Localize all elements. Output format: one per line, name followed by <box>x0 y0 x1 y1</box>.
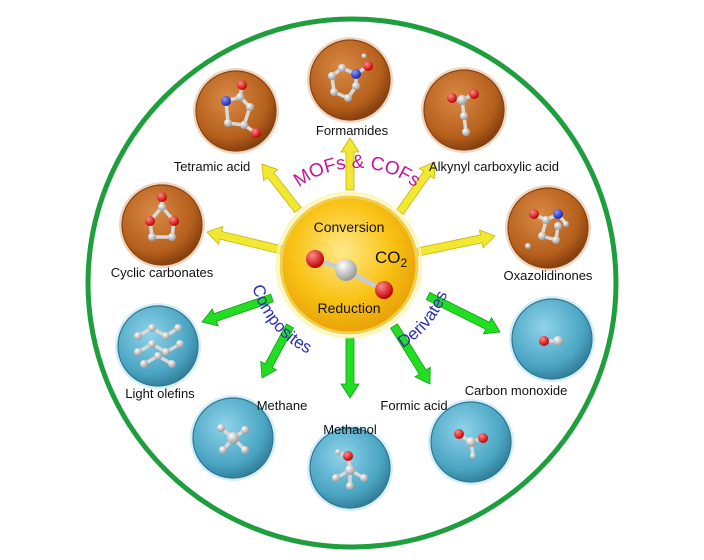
cyclic-carbonate-molecule-icon <box>145 192 179 241</box>
outer-ring <box>85 16 619 550</box>
arrow-to-formamides <box>340 137 360 191</box>
co2-label: CO2 <box>375 248 408 270</box>
formamide-molecule-icon <box>328 53 373 102</box>
co-disc <box>511 298 593 380</box>
methanol-label: Methanol <box>323 422 377 437</box>
product-co: Carbon monoxide <box>465 296 595 398</box>
methane-molecule-icon <box>217 424 249 454</box>
oxazolidinones-disc <box>507 187 589 269</box>
co-label: Carbon monoxide <box>465 383 568 398</box>
arrow-to-alkynyl <box>396 161 436 215</box>
arrow-to-methane <box>260 323 295 379</box>
tetramic-label: Tetramic acid <box>174 159 251 174</box>
alkynyl-label: Alkynyl carboxylic acid <box>429 159 559 174</box>
cyclic-disc <box>121 184 203 266</box>
co2-center: Conversion Reduction CO2 <box>275 191 423 339</box>
tetramic-disc <box>195 70 277 152</box>
product-olefins: Light olefins <box>115 303 201 401</box>
arrow-layer <box>201 137 501 399</box>
methanol-molecule-icon <box>332 449 368 490</box>
alkynyl-carboxylic-acid-molecule-icon <box>447 89 479 136</box>
olefins-label: Light olefins <box>125 386 195 401</box>
tetramic-acid-molecule-icon <box>221 80 261 138</box>
product-tetramic: Tetramic acid <box>174 68 279 174</box>
arrow-to-cyclic <box>206 225 284 255</box>
product-formic: Formic acid <box>380 398 514 485</box>
product-methanol: Methanol <box>307 422 393 511</box>
formic-acid-molecule-icon <box>454 429 488 459</box>
mofs-cofs-label: MOFs & COFs <box>290 152 424 192</box>
product-formamides: Formamides <box>307 37 393 138</box>
arrow-to-oxazolidinones <box>416 229 496 257</box>
light-olefin-molecule-icon <box>134 324 184 368</box>
reduction-label: Reduction <box>317 300 380 316</box>
conversion-label: Conversion <box>314 219 385 235</box>
arrow-to-co <box>425 291 501 335</box>
co2-molecule-icon <box>306 250 393 299</box>
product-oxazolidinones: Oxazolidinones <box>504 185 593 283</box>
arrow-to-tetramic <box>261 163 302 214</box>
product-methane: Methane <box>190 395 307 481</box>
arrow-to-methanol <box>340 337 360 399</box>
formamides-label: Formamides <box>316 123 389 138</box>
arrow-to-olefins <box>201 293 274 327</box>
formamides-disc <box>309 39 391 121</box>
product-alkynyl: Alkynyl carboxylic acid <box>421 67 559 174</box>
oxazolidinone-molecule-icon <box>525 209 569 249</box>
formic-label: Formic acid <box>380 398 447 413</box>
arrow-to-formic <box>390 323 431 385</box>
oxazolidinones-label: Oxazolidinones <box>504 268 593 283</box>
methane-label: Methane <box>257 398 308 413</box>
carbon-monoxide-molecule-icon <box>539 336 563 346</box>
cyclic-label: Cyclic carbonates <box>111 265 214 280</box>
product-cyclic: Cyclic carbonates <box>111 182 214 280</box>
